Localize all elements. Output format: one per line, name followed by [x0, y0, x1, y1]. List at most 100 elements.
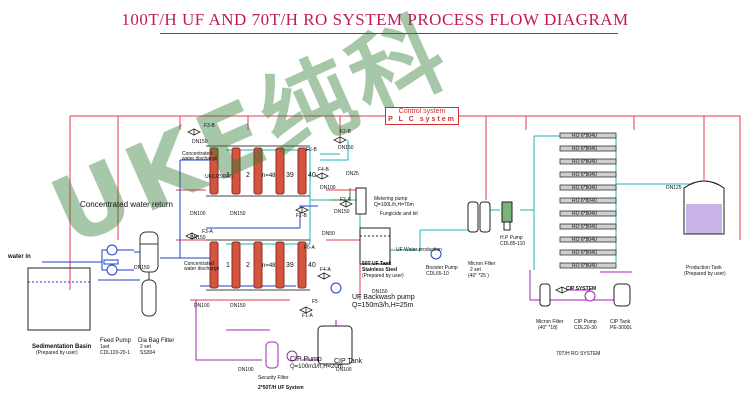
production-tank-label: Production Tank	[686, 265, 722, 271]
pipe-dn100-c: DN100	[320, 185, 336, 191]
production-tank	[683, 180, 725, 235]
uf-cip-pump-spec: Q=100m3/h,H=20m	[290, 364, 343, 370]
booster-pump	[430, 248, 442, 260]
uf-cip-tank-label: CIP Tank	[334, 358, 363, 365]
ro-vessel-label: RO 6*8040	[572, 211, 597, 217]
pipe-dn100-d: DN100	[238, 367, 254, 373]
ro-vessel-label: RO 6*8040	[572, 198, 597, 204]
sedimentation-basin	[27, 267, 91, 331]
uf-modules-top	[209, 147, 307, 195]
ro-prefilter-size: (40" *25 )	[468, 273, 489, 279]
uf-tank-label-3: (Prepared by user)	[362, 273, 404, 279]
ro-cip-pump-label: CIP Pump	[574, 319, 597, 325]
valves	[185, 128, 569, 314]
security-filter-label: Security Filter	[258, 375, 289, 381]
uf-cip-equipment	[265, 325, 353, 369]
booster-pump-model: CDL65-10	[426, 271, 449, 277]
metering-pump-label: Metering pump	[374, 196, 408, 202]
ro-vessel-label: RO 6*8040	[572, 159, 597, 165]
feed-pump-label: Feed Pump	[100, 338, 132, 344]
pipe-dn150-b: DN150	[190, 235, 206, 241]
ro-system-label: 70T/H RO SYSTEM	[556, 351, 601, 357]
uf-top-1: 1	[226, 172, 230, 179]
uf-top-model: UF(UZ9000)	[205, 174, 233, 180]
uf-backwash-pump-label: UF Backwash pump	[352, 294, 415, 301]
valve-f4b: F4-B	[318, 167, 329, 173]
pipe-dn100-b: DN100	[194, 303, 210, 309]
feed-pumps	[103, 244, 119, 276]
pipe-dn150-d: DN150	[334, 209, 350, 215]
ro-vessel-label: RO 6*8040	[572, 263, 597, 269]
valve-f3b: F3-B	[204, 123, 215, 129]
pipe-dn150-g: DN150	[230, 303, 246, 309]
uf-bot-2: 2	[246, 262, 250, 269]
ro-vessel-label: RO 6*8040	[572, 146, 597, 152]
bag-filter-material: SS304	[140, 350, 156, 356]
booster-pump-label: Booster Pump	[426, 265, 458, 271]
metering-pump-spec: Q=100L/h,H=70m	[374, 202, 414, 208]
pipe-dn150-h: DN150	[372, 289, 388, 295]
uf-top-40: 40	[308, 172, 316, 179]
uf-bot-1: 1	[226, 262, 230, 269]
diagram-title: 100T/H UF AND 70T/H RO SYSTEM PROCESS FL…	[121, 10, 629, 29]
ro-cip-pump-model: CDL20-30	[574, 325, 597, 331]
concentrate-discharge-bottom: Concentrated water discharge	[184, 261, 220, 273]
concentrate-discharge-top: Concentrated water discharge	[182, 151, 218, 163]
valve-f6b: F6-B	[306, 147, 317, 153]
ro-vessel-label: RO 6*8040	[572, 250, 597, 256]
feed-pump-model: CDL120-20-1	[100, 350, 131, 356]
production-tank-prepared: (Prepared by user)	[684, 271, 726, 277]
plc-title: Control system	[398, 108, 446, 115]
hp-pump-label: H.P Pump	[500, 235, 523, 241]
uf-cip-pump-label: CIP Pump	[290, 356, 322, 363]
pipe-dn50: DN50	[322, 231, 335, 237]
bag-filter-label: Dia Bag Filter	[138, 338, 175, 344]
uf-tank-label-2: Stainless Steel	[362, 267, 398, 273]
pipe-dn150-c: DN150	[338, 145, 354, 151]
uf-bot-39: 39	[286, 262, 294, 269]
dosing-tank	[355, 187, 367, 215]
backwash-pump	[330, 282, 342, 294]
ro-micron-filter-size: (40" *18)	[538, 325, 558, 331]
uf-bot-40: 40	[308, 262, 316, 269]
uf-top-n: n=48	[262, 173, 276, 179]
ro-vessel-label: RO 6*8040	[572, 185, 597, 191]
pipe-dn125: DN125	[666, 185, 682, 191]
sedimentation-basin-label: Sedimentation Basin	[32, 344, 92, 350]
uf-top-39: 39	[286, 172, 294, 179]
fungicide-label: Fungicide and kit	[380, 211, 418, 217]
ro-vessel-label: RO 6*8040	[572, 172, 597, 178]
ro-vessel-label: RO 6*8040	[572, 224, 597, 230]
valve-f1a: F1-A	[302, 313, 313, 319]
uf-top-2: 2	[246, 172, 250, 179]
title-underline	[160, 33, 618, 34]
valve-f2b: F2-B	[340, 129, 351, 135]
ro-micron-filter-label: Micron Filter	[536, 319, 564, 325]
ro-cip-equipment	[539, 283, 631, 307]
pipe-dn150-a: DN150	[192, 139, 208, 145]
sedimentation-prepared-label: (Prepared by user)	[36, 350, 78, 356]
ro-prefilter-set: 2 set	[470, 267, 481, 273]
pipe-dn150-e: DN150	[134, 265, 150, 271]
uf-system-label: 2*50T/H UF System	[258, 385, 304, 391]
concentrated-return-label: Concentrated water return	[80, 200, 173, 209]
uf-water-production-label: UF Water production	[396, 247, 442, 253]
plc-subtitle: P L C system	[388, 116, 456, 123]
dosing-lines	[330, 188, 351, 201]
bag-filter	[139, 231, 159, 317]
ro-prefilter-label: Micron Filter	[468, 261, 496, 267]
valve-f6a: F6-A	[304, 245, 315, 251]
ro-vessel-label: RO 6*8040	[572, 133, 597, 139]
ro-cip-system-label: CIP SYSTEM	[566, 286, 597, 292]
hp-pump-model: CDL85-110	[500, 241, 526, 247]
pipe-dn25: DN25	[346, 171, 359, 177]
valve-f4a: F4-A	[320, 267, 331, 273]
ro-micron-filter	[467, 201, 491, 233]
ro-rack	[559, 132, 617, 269]
ro-vessel-label: RO 6*8040	[572, 237, 597, 243]
pipe-dn100-e: DN100	[336, 367, 352, 373]
uf-manifolds	[206, 145, 310, 291]
uf-bot-n: n=48	[262, 263, 276, 269]
